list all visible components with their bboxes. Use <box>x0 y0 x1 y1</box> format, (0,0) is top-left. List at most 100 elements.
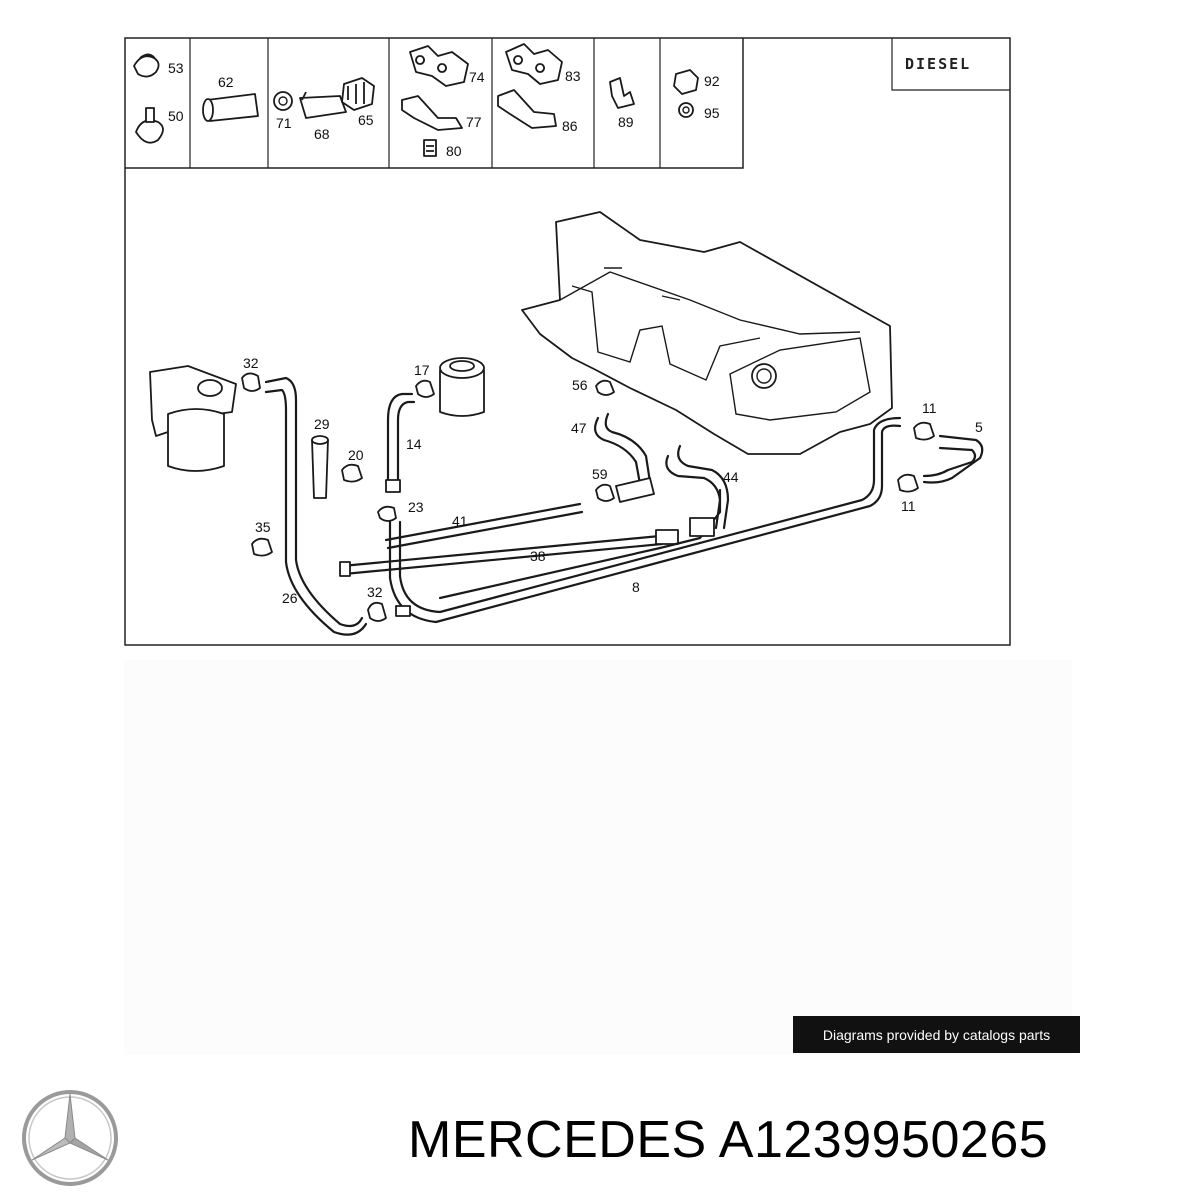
callout-8: 8 <box>632 579 640 595</box>
parts-strip-border <box>125 38 744 169</box>
line-8-outer <box>398 416 902 614</box>
block-65 <box>341 77 375 111</box>
callout-83: 83 <box>565 68 581 84</box>
tank-contour <box>729 337 871 421</box>
hose-26 <box>264 376 364 628</box>
callout-38: 38 <box>530 548 546 564</box>
clamp-53 <box>133 53 160 78</box>
hose-44 <box>665 454 722 530</box>
callout-80: 80 <box>446 143 462 159</box>
callout-29: 29 <box>314 416 330 432</box>
fuel-tank <box>521 211 893 455</box>
callout-11-top: 11 <box>922 400 937 416</box>
callout-77: 77 <box>466 114 482 130</box>
line-41 <box>384 502 582 542</box>
callout-53: 53 <box>168 60 184 76</box>
line-41-outer <box>386 510 584 550</box>
callout-32-bottom: 32 <box>367 584 383 600</box>
sleeve-29-end <box>311 435 329 445</box>
callout-92: 92 <box>704 73 720 89</box>
line-38-end <box>339 561 351 577</box>
callout-23: 23 <box>408 499 424 515</box>
callout-11-bottom: 11 <box>901 498 916 514</box>
credit-banner: Diagrams provided by catalogs parts <box>793 1016 1080 1053</box>
sleeve-29 <box>311 439 329 499</box>
hose-14-end <box>385 479 401 493</box>
callout-62: 62 <box>218 74 234 90</box>
callout-35: 35 <box>255 519 271 535</box>
clamp-23 <box>377 505 397 522</box>
clamp-32-top <box>241 372 261 392</box>
clamp-11-bottom <box>897 473 919 493</box>
clamp-11-top <box>913 421 935 441</box>
clamp-50-bolt <box>145 107 155 123</box>
tank-contour <box>571 285 761 381</box>
hose-44-outer <box>677 444 730 530</box>
diagram-frame <box>124 37 1011 646</box>
hose-14 <box>386 392 414 484</box>
callout-50: 50 <box>168 108 184 124</box>
holder-86 <box>497 89 557 129</box>
hose-14-outer <box>396 400 416 484</box>
pump-canister-cap <box>449 360 475 372</box>
holder-77 <box>401 95 463 131</box>
grommet-95-core <box>682 106 690 114</box>
hose-44-fitting <box>689 517 715 537</box>
credit-text: Diagrams provided by catalogs parts <box>822 1026 1051 1043</box>
clamp-35 <box>251 537 273 557</box>
filter-body <box>167 408 225 472</box>
hose-26-outer <box>264 388 368 636</box>
sleeve-62-end <box>202 98 214 122</box>
tank-filler-neck <box>751 363 777 389</box>
hose-5 <box>922 434 984 484</box>
callout-56: 56 <box>572 377 588 393</box>
tank-filler-inner <box>756 368 772 384</box>
clamp-59 <box>595 483 615 502</box>
callout-59: 59 <box>592 466 608 482</box>
callout-14: 14 <box>406 436 422 452</box>
clamp-17 <box>415 379 435 398</box>
callout-89: 89 <box>618 114 634 130</box>
mercedes-star-icon <box>22 1090 118 1186</box>
callout-5: 5 <box>975 419 983 435</box>
clamp-32-bottom <box>367 601 387 622</box>
callout-68: 68 <box>314 126 330 142</box>
callout-26: 26 <box>282 590 298 606</box>
clamp-56 <box>595 379 615 396</box>
line-38-outer <box>342 542 664 576</box>
diesel-stamp-box <box>891 38 1010 91</box>
grommet-95 <box>678 102 694 118</box>
callout-17: 17 <box>414 362 430 378</box>
line-38 <box>340 534 662 568</box>
nut-71-hole <box>278 96 288 106</box>
holder-83 <box>505 43 563 85</box>
hose-5-outer <box>922 446 977 478</box>
tank-contour <box>559 271 861 335</box>
connector-32b <box>395 605 411 617</box>
callout-47: 47 <box>571 420 587 436</box>
callout-95: 95 <box>704 105 720 121</box>
clamp-20 <box>341 463 363 483</box>
callout-74: 74 <box>469 69 485 85</box>
callout-20: 20 <box>348 447 364 463</box>
callout-86: 86 <box>562 118 578 134</box>
hose-47-outer <box>604 412 652 484</box>
diagram-backdrop <box>124 660 1072 1055</box>
line-38-fitting <box>655 529 679 545</box>
diesel-stamp: DIESEL <box>905 55 971 73</box>
block-92 <box>673 69 699 95</box>
callout-44: 44 <box>723 469 739 485</box>
hose-47-coupling <box>615 477 655 503</box>
line-8 <box>388 424 902 624</box>
holder-74 <box>409 45 469 87</box>
bracket-68 <box>299 91 347 119</box>
callout-41: 41 <box>452 513 468 529</box>
clip-89 <box>609 77 635 109</box>
product-title: MERCEDES A1239950265 <box>408 1111 1049 1169</box>
nut-71 <box>273 91 293 111</box>
filter-cap <box>197 379 223 397</box>
callout-32-top: 32 <box>243 355 259 371</box>
callout-71: 71 <box>276 115 292 131</box>
hose-47 <box>593 416 642 486</box>
